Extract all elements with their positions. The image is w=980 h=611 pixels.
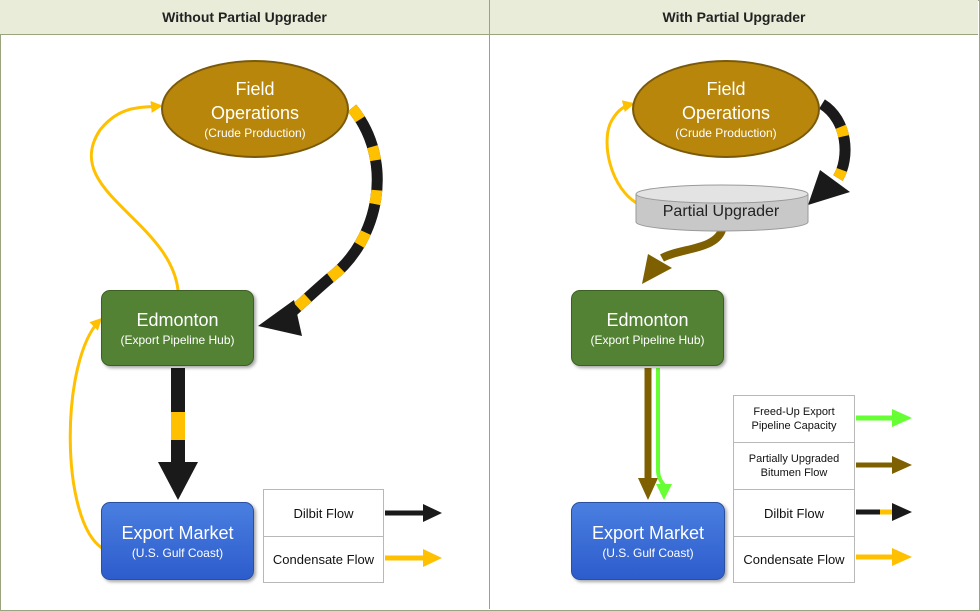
export-title-left: Export Market [121, 523, 234, 543]
field-operations-node-left: Field Operations (Crude Production) [161, 60, 349, 158]
field-title-right: Field [706, 79, 746, 99]
panel-without-upgrader: Without Partial Upgrader [0, 0, 490, 609]
legend-freed-up: Freed-Up Export Pipeline Capacity [734, 396, 854, 443]
panel-header-right: With Partial Upgrader [490, 0, 978, 35]
dilbit-arrowhead-edmonton [258, 300, 302, 336]
condensate-arrow-to-edmonton [68, 317, 103, 550]
dilbit-arrowhead-export [158, 462, 198, 500]
export-market-node-right: Export Market (U.S. Gulf Coast) [571, 502, 725, 580]
edmonton-sub-left: (Export Pipeline Hub) [120, 333, 235, 347]
legend-left: Dilbit Flow Condensate Flow [263, 489, 384, 583]
legend-condensate-left: Condensate Flow [272, 552, 375, 567]
field-sub-right: (Crude Production) [675, 126, 777, 140]
legend-upgraded: Partially Upgraded Bitumen Flow [734, 443, 854, 490]
legend-dilbit-left: Dilbit Flow [264, 490, 383, 537]
field-title2-left: Operations [210, 103, 300, 123]
legend-freed-up-line2: Pipeline Capacity [751, 420, 837, 432]
field-operations-node-right: Field Operations (Crude Production) [632, 60, 820, 158]
legend-condensate-right: Condensate Flow [743, 552, 845, 567]
edmonton-title-left: Edmonton [136, 310, 219, 330]
edmonton-node-right: Edmonton (Export Pipeline Hub) [571, 290, 724, 366]
export-title-right: Export Market [591, 523, 705, 543]
condensate-arrow-upgrader-to-field [605, 100, 641, 207]
legend-upgraded-line2: Bitumen Flow [760, 467, 828, 479]
dilbit-arrow-field-to-upgrader [818, 99, 851, 181]
freed-capacity-arrow [656, 368, 666, 487]
panel-with-upgrader: With Partial Upgrader [490, 0, 978, 609]
export-sub-left: (U.S. Gulf Coast) [131, 546, 224, 560]
condensate-arrow-to-field [89, 100, 180, 291]
legend-dilbit-right: Dilbit Flow [734, 490, 854, 537]
field-title-left: Field [235, 79, 275, 99]
field-title2-right: Operations [681, 103, 771, 123]
field-sub-left: (Crude Production) [204, 126, 306, 140]
dilbit-arrowhead-upgrader [808, 170, 850, 205]
export-sub-right: (U.S. Gulf Coast) [602, 546, 694, 560]
legend-upgraded-line1: Partially Upgraded [748, 453, 840, 465]
export-market-node-left: Export Market (U.S. Gulf Coast) [101, 502, 254, 580]
panel-header-left: Without Partial Upgrader [0, 0, 489, 35]
legend-freed-up-line1: Freed-Up Export [753, 406, 835, 418]
partial-upgrader-cylinder [635, 184, 809, 232]
edmonton-sub-right: (Export Pipeline Hub) [590, 333, 705, 347]
upgraded-arrow-upgrader-to-edmonton [660, 228, 726, 262]
edmonton-node-left: Edmonton (Export Pipeline Hub) [101, 290, 254, 366]
partial-upgrader-label: Partial Upgrader [662, 203, 780, 220]
legend-right: Freed-Up Export Pipeline Capacity Partia… [733, 395, 855, 583]
edmonton-title-right: Edmonton [606, 310, 689, 330]
